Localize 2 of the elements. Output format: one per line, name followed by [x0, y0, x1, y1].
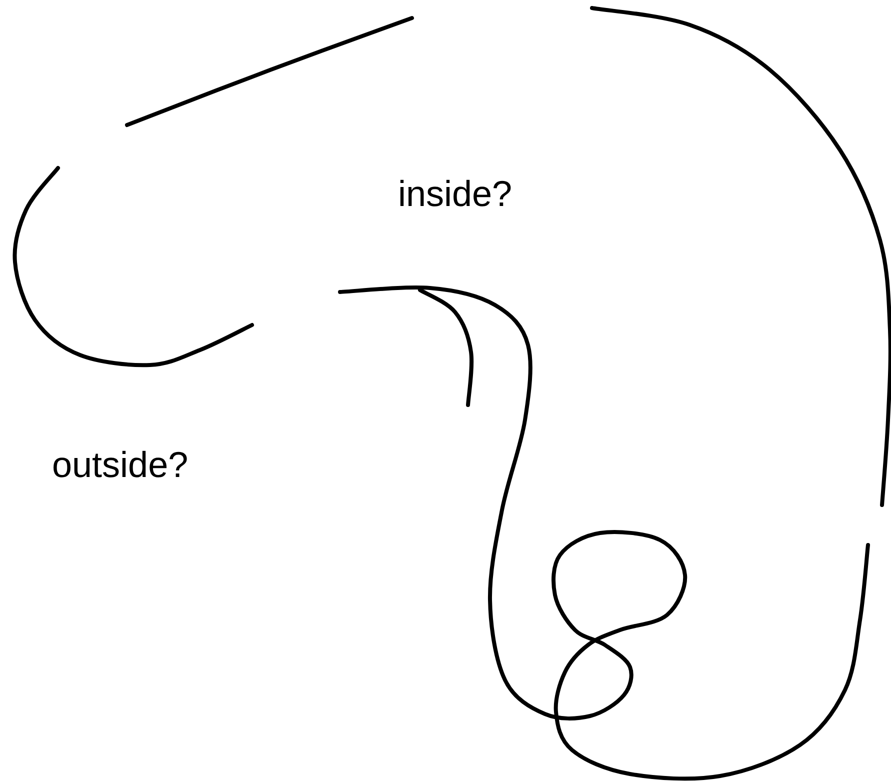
region-label: outside?: [52, 443, 188, 487]
region-label: inside?: [398, 172, 512, 216]
